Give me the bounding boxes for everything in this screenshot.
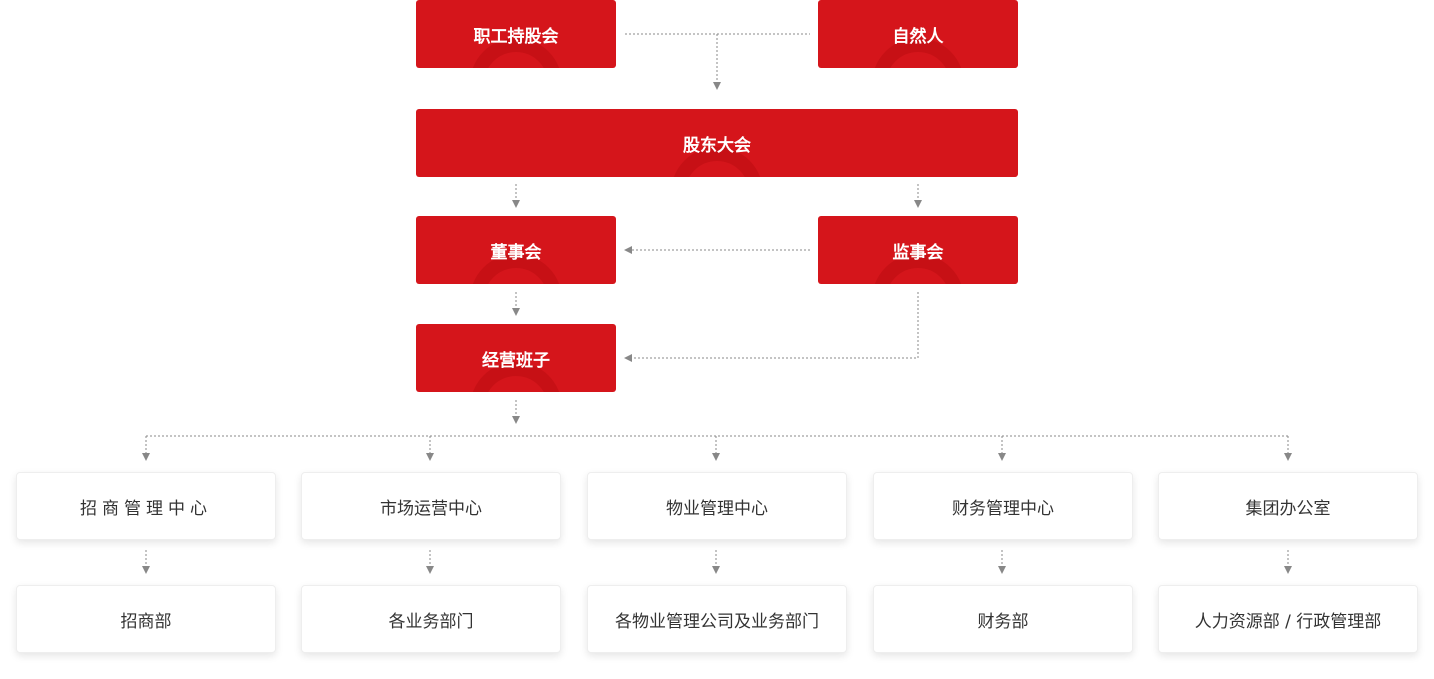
shareholders-meeting-node: 股东大会 bbox=[416, 109, 1018, 177]
center-label: 市场运营中心 bbox=[380, 498, 482, 519]
department-node: 各业务部门 bbox=[301, 585, 561, 653]
department-node: 人力资源部 / 行政管理部 bbox=[1158, 585, 1418, 653]
natural-person-label: 自然人 bbox=[892, 26, 944, 47]
center-label: 招商管理中心 bbox=[80, 498, 212, 519]
center-label: 财务管理中心 bbox=[952, 498, 1054, 519]
center-node: 集团办公室 bbox=[1158, 472, 1418, 540]
management-team-label: 经营班子 bbox=[482, 350, 550, 371]
employee-shareholding-association-label: 职工持股会 bbox=[473, 26, 559, 47]
center-node: 财务管理中心 bbox=[873, 472, 1133, 540]
department-label: 财务部 bbox=[977, 611, 1029, 632]
board-of-directors-label: 董事会 bbox=[490, 242, 542, 263]
department-label: 招商部 bbox=[120, 611, 172, 632]
department-label: 人力资源部 / 行政管理部 bbox=[1194, 611, 1382, 632]
center-node: 物业管理中心 bbox=[587, 472, 847, 540]
department-node: 财务部 bbox=[873, 585, 1133, 653]
employee-shareholding-association-node: 职工持股会 bbox=[416, 0, 616, 68]
department-node: 招商部 bbox=[16, 585, 276, 653]
department-label: 各物业管理公司及业务部门 bbox=[615, 611, 819, 632]
natural-person-node: 自然人 bbox=[818, 0, 1018, 68]
board-of-supervisors-node: 监事会 bbox=[818, 216, 1018, 284]
board-of-directors-node: 董事会 bbox=[416, 216, 616, 284]
management-team-node: 经营班子 bbox=[416, 324, 616, 392]
shareholders-meeting-label: 股东大会 bbox=[683, 135, 751, 156]
center-node: 市场运营中心 bbox=[301, 472, 561, 540]
center-label: 物业管理中心 bbox=[666, 498, 768, 519]
center-node: 招商管理中心 bbox=[16, 472, 276, 540]
department-node: 各物业管理公司及业务部门 bbox=[587, 585, 847, 653]
department-label: 各业务部门 bbox=[388, 611, 474, 632]
center-label: 集团办公室 bbox=[1245, 498, 1331, 519]
board-of-supervisors-label: 监事会 bbox=[892, 242, 944, 263]
